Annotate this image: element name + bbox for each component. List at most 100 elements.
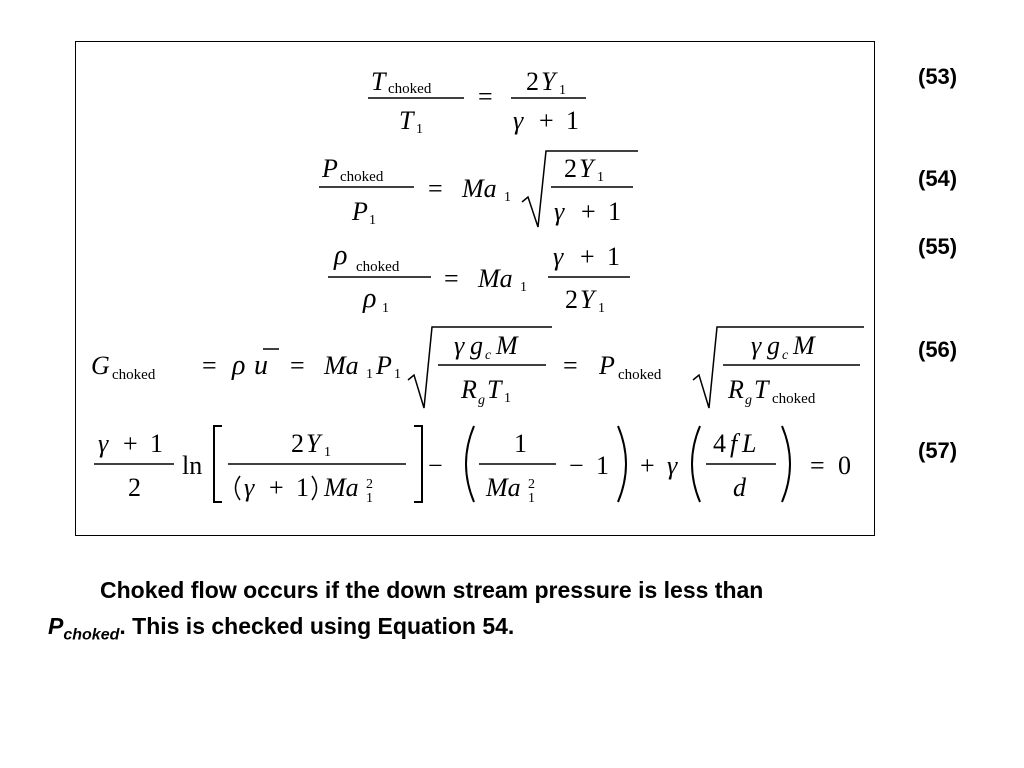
svg-text:1: 1	[566, 106, 579, 135]
svg-text:M: M	[792, 331, 816, 360]
svg-text:1: 1	[324, 445, 331, 460]
svg-text:ρ: ρ	[231, 350, 245, 381]
svg-text:1: 1	[528, 491, 535, 506]
svg-text:=: =	[563, 351, 578, 380]
svg-text:g: g	[767, 331, 780, 360]
svg-text:choked: choked	[772, 391, 816, 407]
svg-text:g: g	[470, 331, 483, 360]
svg-text:choked: choked	[618, 367, 662, 383]
svg-text:Ma: Ma	[485, 473, 521, 502]
equation-number-56: (56)	[918, 337, 958, 362]
equation-number-53: (53)	[918, 64, 958, 89]
equation-57-math: γ + 1 2 ln 2 Y 1 γ + 1 Ma 2 1 − 1 Ma 2	[94, 425, 851, 506]
svg-text:0: 0	[838, 451, 851, 480]
svg-text:d: d	[733, 473, 747, 502]
svg-text:+: +	[640, 451, 655, 480]
svg-text:1: 1	[504, 190, 511, 205]
svg-text:1: 1	[520, 280, 527, 295]
svg-text:1: 1	[366, 367, 373, 382]
caption-line-2: Pchoked. This is checked using Equation …	[48, 608, 948, 654]
svg-text:1: 1	[504, 391, 511, 406]
svg-text:1: 1	[150, 429, 163, 458]
svg-text:L: L	[741, 429, 756, 458]
svg-text:choked: choked	[388, 81, 432, 97]
svg-text:=: =	[428, 174, 443, 203]
svg-text:−: −	[428, 451, 443, 480]
svg-text:Y: Y	[541, 67, 558, 96]
equation-55: ρ choked ρ 1 = Ma 1 γ + 1 2 Y 1	[76, 235, 876, 325]
svg-text:choked: choked	[340, 169, 384, 185]
svg-text:1: 1	[416, 122, 423, 137]
caption-paragraph: Choked flow occurs if the down stream pr…	[48, 572, 948, 654]
svg-text:Ma: Ma	[323, 473, 359, 502]
svg-text:g: g	[745, 393, 752, 408]
svg-text:+: +	[269, 473, 284, 502]
svg-text:1: 1	[296, 473, 309, 502]
svg-text:+: +	[539, 106, 554, 135]
svg-text:γ: γ	[667, 451, 678, 480]
svg-text:+: +	[580, 242, 595, 271]
equation-53-math: T choked T 1 = 2 Y 1 γ + 1	[368, 67, 586, 137]
equation-54: P choked P 1 = Ma 1 2 Y 1 γ + 1	[76, 147, 876, 237]
svg-text:=: =	[444, 264, 459, 293]
svg-text:M: M	[495, 331, 519, 360]
svg-text:T: T	[754, 375, 770, 404]
equation-number-55: (55)	[918, 234, 958, 259]
svg-text:R: R	[460, 375, 477, 404]
svg-text:1: 1	[596, 451, 609, 480]
svg-text:γ: γ	[554, 197, 565, 226]
svg-text:γ: γ	[244, 473, 255, 502]
svg-text:+: +	[581, 197, 596, 226]
equation-55-math: ρ choked ρ 1 = Ma 1 γ + 1 2 Y 1	[328, 240, 630, 316]
svg-text:ρ: ρ	[333, 240, 347, 271]
equation-56-math: G choked = ρ u = Ma 1 P 1 γ g c M R g T …	[91, 326, 864, 409]
svg-text:1: 1	[597, 170, 604, 185]
svg-text:1: 1	[607, 242, 620, 271]
svg-text:=: =	[202, 351, 217, 380]
svg-text:ln: ln	[182, 451, 202, 480]
svg-text:R: R	[727, 375, 744, 404]
equation-54-math: P choked P 1 = Ma 1 2 Y 1 γ + 1	[319, 150, 638, 228]
svg-text:Ma: Ma	[477, 264, 513, 293]
svg-text:c: c	[485, 348, 492, 363]
svg-text:2: 2	[564, 154, 577, 183]
svg-text:γ: γ	[751, 331, 762, 360]
svg-text:P: P	[598, 351, 615, 380]
svg-text:T: T	[399, 106, 415, 135]
svg-text:T: T	[487, 375, 503, 404]
svg-text:Y: Y	[579, 154, 596, 183]
caption-text-2: . This is checked using Equation 54.	[119, 613, 515, 639]
svg-text:1: 1	[394, 367, 401, 382]
svg-text:Y: Y	[306, 429, 323, 458]
svg-text:1: 1	[559, 83, 566, 98]
svg-text:P: P	[351, 197, 368, 226]
svg-text:g: g	[478, 393, 485, 408]
svg-text:=: =	[478, 82, 493, 111]
svg-text:=: =	[810, 451, 825, 480]
svg-text:G: G	[91, 351, 110, 380]
svg-text:1: 1	[382, 301, 389, 316]
svg-text:P: P	[375, 351, 392, 380]
svg-text:c: c	[782, 348, 789, 363]
svg-text:γ: γ	[513, 106, 524, 135]
svg-text:4: 4	[713, 429, 726, 458]
svg-text:2: 2	[528, 477, 535, 492]
svg-text:2: 2	[565, 285, 578, 314]
equation-56: G choked = ρ u = Ma 1 P 1 γ g c M R g T …	[76, 322, 876, 412]
caption-p-symbol: P	[48, 613, 64, 639]
equation-57: γ + 1 2 ln 2 Y 1 γ + 1 Ma 2 1 − 1 Ma 2	[76, 420, 876, 510]
svg-text:ρ: ρ	[362, 283, 376, 314]
svg-text:f: f	[730, 429, 741, 458]
svg-text:T: T	[371, 67, 387, 96]
svg-text:Ma: Ma	[461, 174, 497, 203]
svg-text:γ: γ	[553, 242, 564, 271]
svg-text:P: P	[321, 154, 338, 183]
svg-text:γ: γ	[454, 331, 465, 360]
svg-text:1: 1	[369, 213, 376, 228]
caption-p-subscript: choked	[63, 626, 120, 644]
svg-text:choked: choked	[356, 259, 400, 275]
svg-text:=: =	[290, 351, 305, 380]
svg-text:Ma: Ma	[323, 351, 359, 380]
equation-number-57: (57)	[918, 438, 958, 463]
svg-text:+: +	[123, 429, 138, 458]
